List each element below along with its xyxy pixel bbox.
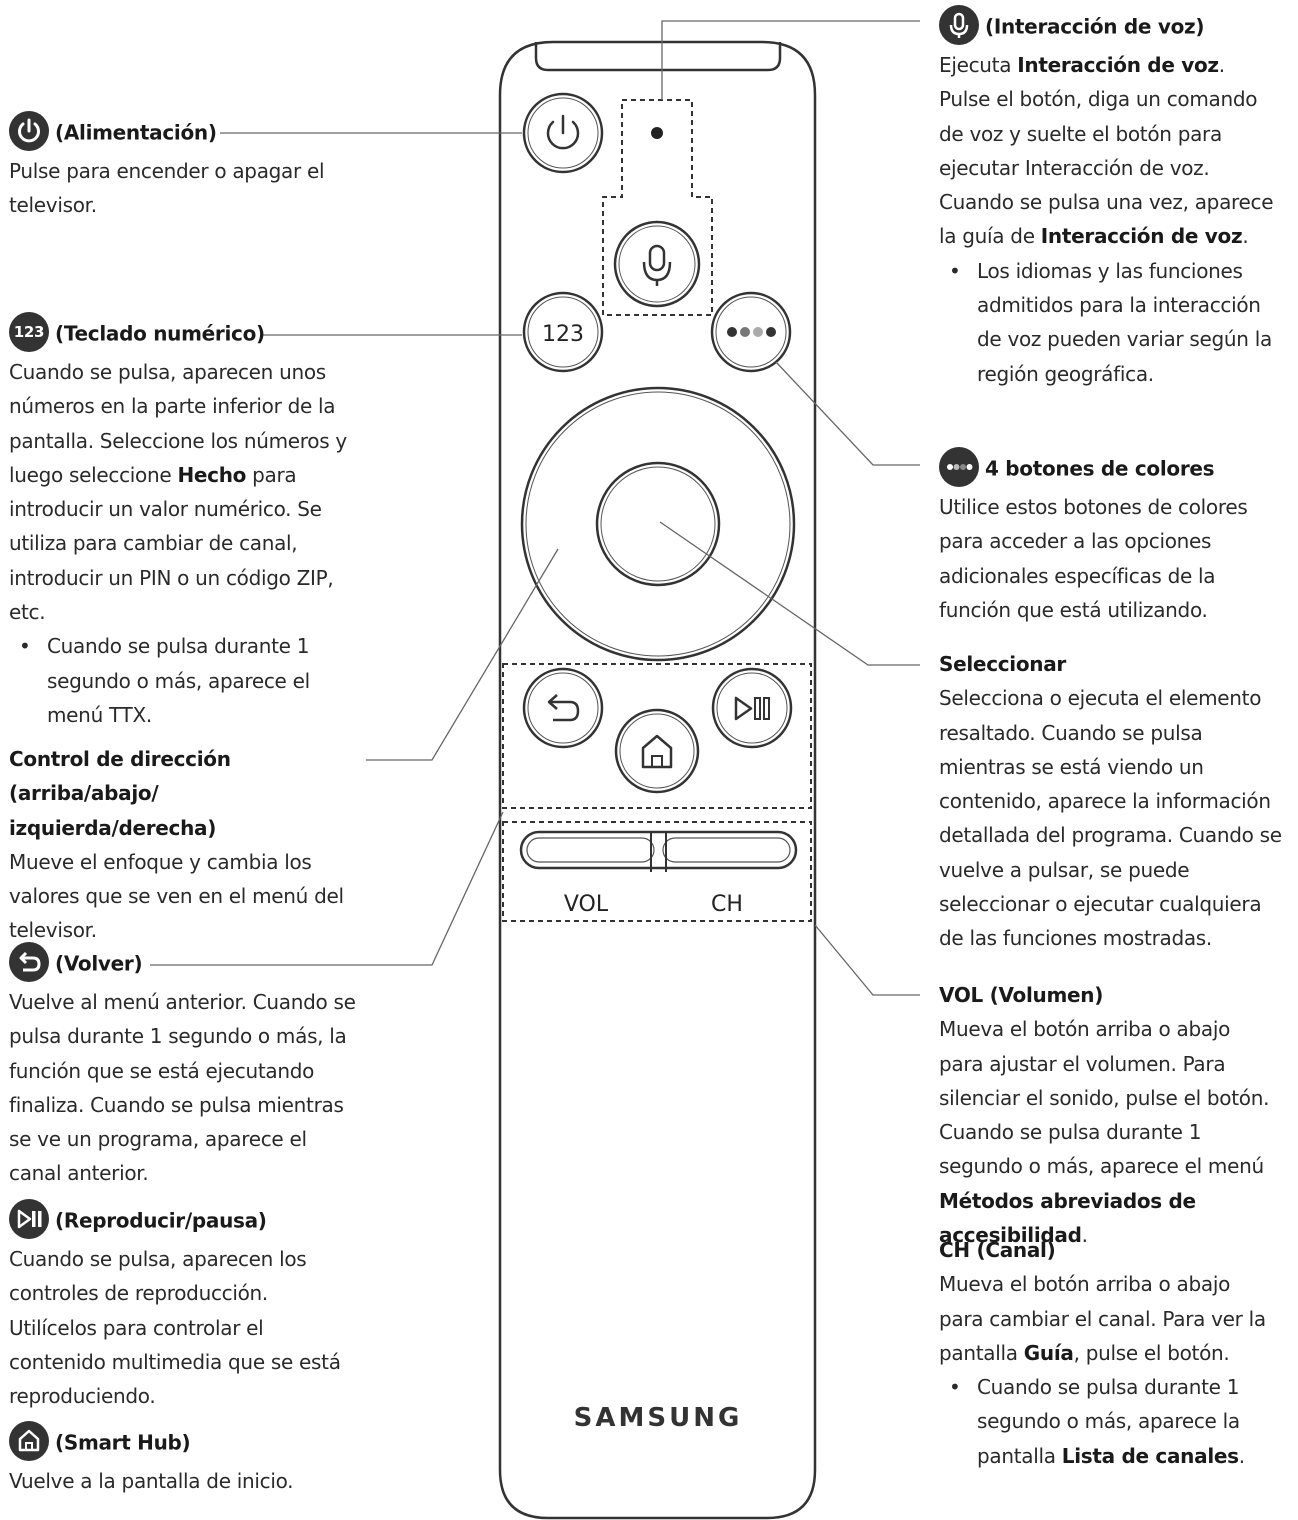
ch-text-2: , pulse el botón.: [1073, 1340, 1230, 1365]
vol-text-1: Mueva el botón arriba o abajo para ajust…: [939, 1017, 1270, 1179]
callout-colors: [775, 361, 920, 466]
play-pause-icon: [9, 1199, 49, 1239]
callout-voice: [661, 20, 920, 100]
remote-vol-ch-rocker[interactable]: [519, 830, 798, 872]
remote-back-button[interactable]: [522, 667, 604, 749]
back-description: (Volver) Vuelve al menú anterior. Cuando…: [9, 942, 364, 1191]
mic-hole: [651, 127, 663, 139]
numeric-button-label: 123: [542, 322, 584, 347]
remote-numeric-button[interactable]: 123: [522, 291, 604, 373]
ch-bullet-1: Cuando se pulsa durante 1 segundo o más,…: [977, 1375, 1240, 1468]
numeric-text-2: para introducir un valor numérico. Se ut…: [9, 462, 334, 625]
home-description: (Smart Hub) Vuelve a la pantalla de inic…: [9, 1421, 369, 1498]
voice-bullet: Los idiomas y las funciones admitidos pa…: [939, 254, 1279, 391]
back-text: Vuelve al menú anterior. Cuando se pulsa…: [9, 990, 356, 1186]
callout-vol: [814, 924, 920, 996]
colors-title: 4 botones de colores: [985, 456, 1215, 481]
callout-select: [659, 521, 920, 666]
colors-description: 4 botones de colores Utilice estos boton…: [939, 447, 1259, 627]
power-description: (Alimentación) Pulse para encender o apa…: [9, 111, 369, 223]
vol-bold-1: Métodos abreviados de accesibilidad: [939, 1188, 1196, 1248]
back-title: (Volver): [55, 951, 143, 976]
microphone-icon: [939, 5, 979, 45]
play-title: (Reproducir/pausa): [55, 1208, 267, 1233]
numeric-title: (Teclado numérico): [55, 321, 265, 346]
home-icon: [9, 1421, 49, 1461]
vol-title: VOL (Volumen): [939, 983, 1104, 1007]
brand-logo: SAMSUNG: [574, 1403, 743, 1433]
ch-bullet-2: .: [1238, 1443, 1245, 1468]
numeric-icon: 123: [9, 312, 49, 352]
mic-area-outline: [602, 99, 713, 316]
ch-description: CH (Canal) Mueva el botón arriba o abajo…: [939, 1233, 1279, 1473]
vol-description: VOL (Volumen) Mueva el botón arriba o ab…: [939, 978, 1279, 1252]
numeric-bold-1: Hecho: [177, 462, 247, 487]
voice-text-2: . Pulse el botón, diga un comando de voz…: [939, 53, 1274, 249]
play-description: (Reproducir/pausa) Cuando se pulsa, apar…: [9, 1199, 354, 1413]
select-text: Selecciona o ejecuta el elemento resalta…: [939, 686, 1282, 951]
remote-voice-button[interactable]: [613, 220, 701, 308]
remote-home-button[interactable]: [614, 708, 700, 794]
numeric-text-1: Cuando se pulsa, aparecen unos números e…: [9, 360, 347, 487]
play-text: Cuando se pulsa, aparecen los controles …: [9, 1247, 341, 1409]
home-title: (Smart Hub): [55, 1430, 191, 1455]
callout-direction: [366, 548, 559, 761]
power-icon: [9, 111, 49, 151]
home-text: Vuelve a la pantalla de inicio.: [9, 1469, 294, 1493]
voice-text-3: .: [1242, 224, 1249, 249]
select-title: Seleccionar: [939, 652, 1066, 676]
numeric-description: 123(Teclado numérico) Cuando se pulsa, a…: [9, 312, 349, 732]
remote-select-button[interactable]: [595, 461, 721, 587]
power-title: (Alimentación): [55, 120, 217, 145]
ch-text-1: Mueva el botón arriba o abajo para cambi…: [939, 1272, 1266, 1365]
colors-text: Utilice estos botones de colores para ac…: [939, 495, 1248, 622]
color-buttons-icon: [939, 447, 979, 487]
ch-bullet-bold: Lista de canales: [1061, 1443, 1239, 1468]
ch-title: CH (Canal): [939, 1238, 1056, 1262]
voice-description: (Interacción de voz) Ejecuta Interacción…: [939, 5, 1279, 391]
remote-power-button[interactable]: [522, 92, 604, 174]
numeric-bullet: Cuando se pulsa durante 1 segundo o más,…: [9, 629, 349, 732]
voice-bold-1: Interacción de voz: [1017, 53, 1219, 77]
ch-bold-1: Guía: [1023, 1340, 1074, 1365]
remote-color-buttons[interactable]: [710, 291, 792, 373]
direction-description: Control de dirección (arriba/abajo/ izqu…: [9, 742, 359, 948]
power-text: Pulse para encender o apagar el televiso…: [9, 159, 325, 218]
vol-ch-outline: [502, 821, 812, 922]
direction-text: Mueve el enfoque y cambia los valores qu…: [9, 849, 344, 943]
voice-bold-2: Interacción de voz: [1040, 224, 1243, 249]
remote-body: [498, 40, 817, 1520]
nav-buttons-outline: [502, 663, 812, 809]
back-icon: [9, 942, 49, 982]
vol-label: VOL: [564, 892, 609, 917]
voice-title: (Interacción de voz): [985, 14, 1205, 39]
select-description: Seleccionar Selecciona o ejecuta el elem…: [939, 647, 1289, 956]
remote-play-pause-button[interactable]: [711, 667, 793, 749]
callout-lines: [150, 20, 920, 996]
direction-title: Control de dirección (arriba/abajo/ izqu…: [9, 747, 231, 840]
voice-text-1: Ejecuta: [939, 53, 1018, 77]
callout-back: [150, 811, 504, 966]
ch-label: CH: [711, 892, 743, 917]
remote-top-notch: [534, 42, 782, 72]
vol-text-2: .: [1081, 1223, 1088, 1248]
